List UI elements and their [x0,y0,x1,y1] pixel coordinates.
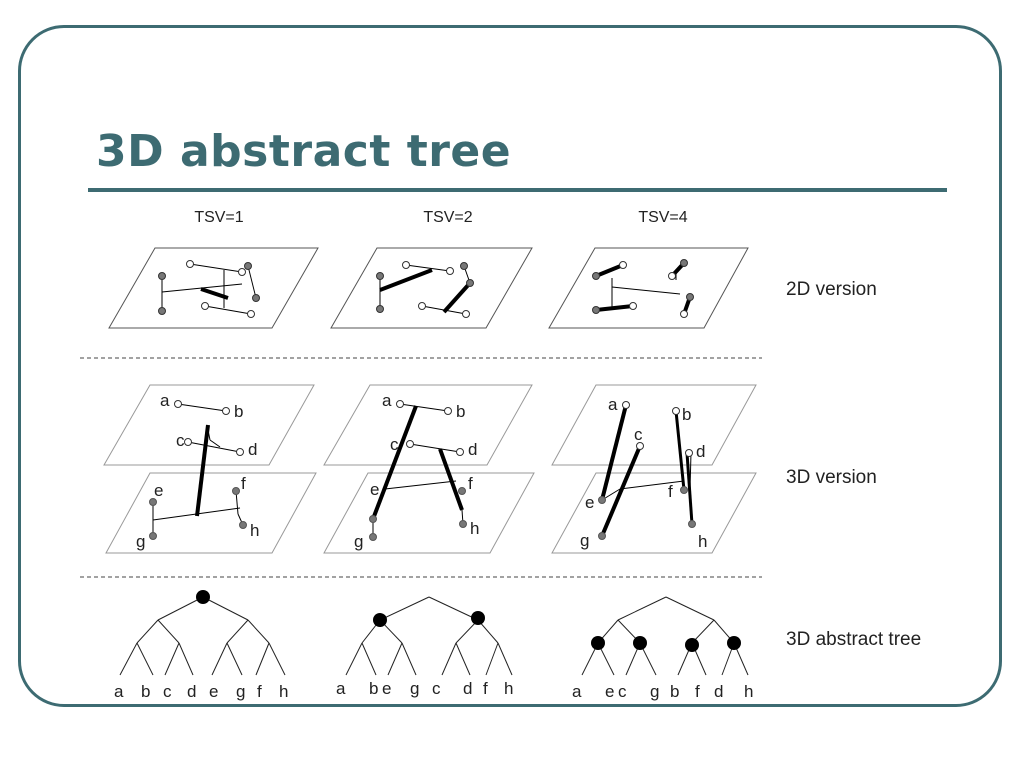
node-label-c: c [390,435,399,454]
leaf-label: c [163,682,172,701]
row-label-abstract: 3D abstract tree [786,629,921,650]
leaf-label: e [382,679,391,698]
leaf-label: f [483,679,488,698]
tsv-node [685,638,699,652]
leaf-label: c [432,679,441,698]
column-header-tsv2: TSV=2 [423,209,472,226]
node-label-e: e [585,493,594,512]
node-label-g: g [354,532,363,551]
column-header-tsv4: TSV=4 [638,209,687,226]
row-label-2d: 2D version [786,279,877,300]
leaf-label: b [670,682,679,701]
top-plane [551,384,757,466]
node-label-c: c [176,431,185,450]
leaf-label: c [618,682,627,701]
top-plane [323,384,533,466]
node-label-f: f [241,474,246,493]
tsv-node [591,636,605,650]
node-label-d: d [248,440,257,459]
leaf-label: a [572,682,582,701]
bottom-plane [551,472,757,554]
column-header-tsv1: TSV=1 [194,209,243,226]
leaf-label: a [336,679,346,698]
leaf-label: a [114,682,124,701]
tsv-node [196,590,210,604]
leaf-label: h [279,682,288,701]
leaf-label: f [695,682,700,701]
node-label-e: e [154,481,163,500]
abstract-tree-tsv2: a b e g c d f h [336,596,513,698]
leaf-label: d [187,682,196,701]
node-label-b: b [682,405,691,424]
slide-title: 3D abstract tree [96,126,512,177]
node-label-a: a [382,391,392,410]
node-label-d: d [468,440,477,459]
top-plane [103,384,315,466]
abstract-tree-tsv1: a b c d e g f h [114,590,288,701]
panel-3d-tsv2: a b c d e f g h [323,384,535,554]
tsv-node [373,613,387,627]
bottom-plane [323,472,535,554]
plane [548,247,749,329]
panel-3d-tsv4: a b c d e f g h [551,384,757,554]
leaf-label: g [236,682,245,701]
tsv-node [471,611,485,625]
leaf-label: h [504,679,513,698]
panel-3d-tsv1: a b c d e f g h [103,384,317,554]
panel-2d-tsv1 [108,247,319,329]
leaf-label: d [463,679,472,698]
slide-frame [18,25,1002,707]
node-label-a: a [608,395,618,414]
node-label-a: a [160,391,170,410]
node-label-b: b [234,402,243,421]
abstract-tree-tsv4: a e c g b f d h [572,596,753,701]
node-label-c: c [634,425,643,444]
leaf-label: b [369,679,378,698]
node-label-d: d [696,442,705,461]
tsv-node [633,636,647,650]
leaf-label: b [141,682,150,701]
leaf-label: g [410,679,419,698]
node-label-e: e [370,480,379,499]
node-label-h: h [470,519,479,538]
leaf-label: h [744,682,753,701]
bottom-plane [105,472,317,554]
panel-2d-tsv4 [548,247,749,329]
tsv-node [727,636,741,650]
leaf-label: e [209,682,218,701]
plane [108,247,319,329]
leaf-label: g [650,682,659,701]
plane [330,247,533,329]
node-label-h: h [698,532,707,551]
leaf-label: f [257,682,262,701]
node-label-f: f [468,474,473,493]
leaf-label: d [714,682,723,701]
node-label-f: f [668,482,673,501]
node-label-h: h [250,521,259,540]
title-underline [88,188,947,192]
node-label-g: g [136,532,145,551]
leaf-label: e [605,682,614,701]
row-label-3d: 3D version [786,467,877,488]
panel-2d-tsv2 [330,247,533,329]
node-label-g: g [580,531,589,550]
node-label-b: b [456,402,465,421]
